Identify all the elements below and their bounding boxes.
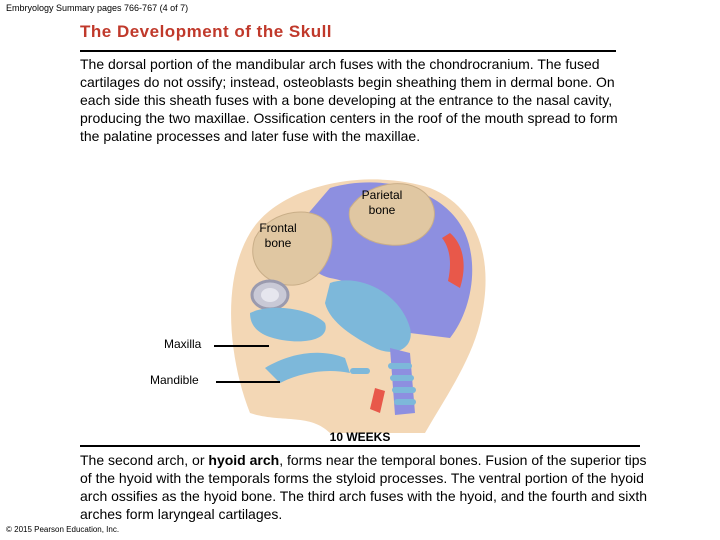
second-paragraph: The second arch, or hyoid arch, forms ne… [80,451,655,523]
second-paragraph-body: , forms near the temporal bones. Fusion … [80,452,648,522]
hyoid-arch-term: hyoid arch [208,452,280,468]
laryngeal-accent [370,388,385,413]
frontal-bone [252,211,333,286]
occipital-accent [442,233,464,288]
label-maxilla: Maxilla [164,337,202,351]
caption-divider [80,445,640,447]
label-parietal-bone: Parietal bone [357,188,407,218]
temporal-bone [325,280,411,352]
mandible-bone [265,352,350,383]
leader-line-maxilla [214,345,269,347]
maxilla-bone [250,307,326,342]
label-frontal-line2: bone [264,236,292,250]
figure-caption: 10 WEEKS [329,430,391,444]
fetal-skull-illustration [231,179,486,433]
hyoid [350,368,370,374]
label-parietal-line2: bone [368,203,396,217]
page-header-caption: Embryology Summary pages 766-767 (4 of 7… [6,3,189,13]
leader-line-mandible [216,381,280,383]
label-parietal-line1: Parietal [361,188,403,202]
label-frontal-bone: Frontal bone [252,221,304,251]
intro-paragraph: The dorsal portion of the mandibular arc… [80,56,618,144]
slide-title: The Development of the Skull [80,22,333,41]
parietal-bone [348,183,435,246]
label-frontal-line1: Frontal [259,221,297,235]
title-divider [80,50,616,52]
copyright-notice: © 2015 Pearson Education, Inc. [6,525,120,534]
label-mandible: Mandible [150,373,199,387]
second-paragraph-intro: The second arch, or [80,452,209,468]
